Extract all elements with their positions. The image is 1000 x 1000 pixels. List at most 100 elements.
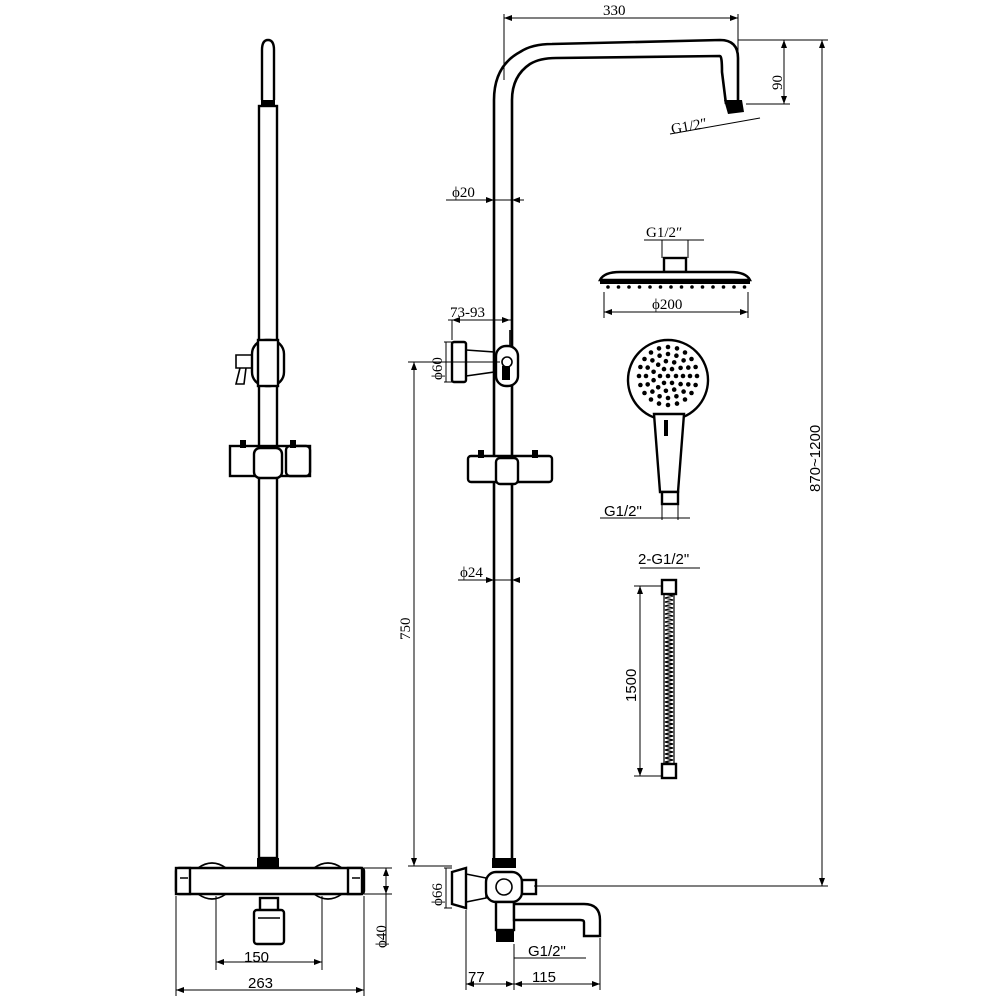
hose-outline [663, 594, 675, 764]
nozzle-dot [693, 382, 698, 388]
side-dim-d20: ϕ20 [452, 185, 475, 201]
hose-body [663, 593, 675, 767]
nozzle-dot [648, 350, 654, 355]
front-dim-d40: ϕ40 [374, 925, 390, 948]
nozzle-dot [661, 366, 667, 372]
nozzle-dot [681, 389, 686, 394]
nozzle-dot [686, 365, 691, 370]
side-dim-d60: ϕ60 [430, 357, 446, 380]
nozzle-dot [693, 364, 698, 370]
nozzle-dot [645, 365, 650, 370]
nozzle-dot [651, 377, 656, 383]
nozzle-dot [680, 373, 686, 379]
nozzle-dot [681, 358, 686, 363]
nozzle-dot [682, 397, 688, 402]
nozzle-dot [638, 364, 643, 370]
nozzle [606, 285, 610, 289]
hand-shower [600, 338, 710, 520]
overhead-shower [598, 239, 752, 318]
nozzle [616, 285, 621, 289]
hand-shower-nozzles [636, 344, 700, 408]
hand-shower-handle [652, 412, 686, 494]
nozzle-dot [682, 350, 688, 355]
side-dim-73-93: 73-93 [450, 305, 485, 321]
nozzle-dot [665, 373, 671, 379]
nozzle-dot [636, 373, 642, 379]
nozzle-dot [665, 351, 671, 357]
nozzle-dot [674, 346, 680, 351]
nozzle-dot [657, 353, 662, 359]
nozzle [700, 285, 705, 289]
nozzle-dot [650, 358, 655, 363]
shower-hose [634, 567, 700, 780]
side-wall-bracket [450, 330, 520, 388]
nozzle-dot [689, 356, 694, 362]
nozzle [690, 285, 694, 289]
side-dim-d24: ϕ24 [460, 565, 483, 581]
hose-dim-1500: 1500 [623, 669, 640, 702]
front-view [174, 38, 392, 996]
side-slider-holder [466, 450, 554, 486]
nozzle [658, 285, 663, 289]
nozzle-dot [665, 344, 671, 350]
nozzle-dot [655, 362, 661, 368]
dimension-labels: 150 263 ϕ40 330 90 G1/2″ ϕ20 73-93 ϕ60 ϕ… [244, 3, 824, 992]
nozzle-dot [674, 353, 679, 359]
nozzle-dot [674, 401, 680, 406]
hose-coil [664, 593, 674, 767]
front-slider-holder [228, 440, 312, 480]
front-dim-263: 263 [248, 975, 273, 992]
side-dim-g12-arm: G1/2″ [670, 116, 708, 138]
hose-dim-2g12: 2-G1/2" [638, 551, 689, 568]
nozzle-dot [648, 397, 654, 402]
nozzle-dot [665, 395, 671, 401]
overhead-dim-d200: ϕ200 [652, 297, 682, 313]
side-dim-870-1200: 870~1200 [807, 425, 824, 492]
nozzle [679, 285, 684, 289]
nozzle-dot [665, 402, 671, 408]
nozzle-dot [694, 373, 700, 379]
nozzle-dot [650, 389, 655, 394]
side-dim-90: 90 [770, 75, 786, 90]
nozzle-dot [656, 346, 662, 351]
nozzle-dot [678, 365, 683, 371]
nozzle-dot [669, 380, 675, 386]
nozzle-dot [642, 390, 647, 396]
nozzle [637, 285, 642, 289]
nozzle-dot [638, 382, 643, 388]
nozzle-dot [645, 382, 650, 387]
nozzle-dot [687, 373, 693, 379]
overhead-dim-g12: G1/2″ [646, 225, 682, 241]
side-dim-115: 115 [532, 969, 556, 986]
nozzle [721, 285, 726, 289]
front-spout [252, 896, 286, 946]
nozzle-dot [657, 373, 663, 379]
overhead-nozzles [606, 285, 747, 289]
nozzle-dot [671, 360, 677, 365]
hand-dim-g12: G1/2" [604, 503, 642, 520]
nozzle [742, 285, 747, 289]
side-view [408, 14, 828, 990]
side-dim-77: 77 [468, 969, 485, 986]
side-thermostatic-mixer [450, 866, 538, 910]
nozzle-dot [673, 373, 679, 379]
front-wall-bracket [234, 338, 286, 388]
front-thermostatic-mixer [174, 862, 366, 900]
side-dim-g12-spout: G1/2" [528, 943, 566, 960]
nozzle-dot [674, 394, 679, 399]
nozzle-dot [656, 401, 662, 406]
nozzle [648, 285, 652, 289]
nozzle-dot [642, 356, 647, 362]
front-dim-150: 150 [244, 949, 269, 966]
nozzle [732, 285, 736, 289]
nozzle-dot [689, 390, 694, 396]
side-dim-750: 750 [398, 618, 414, 641]
nozzle-dot [678, 381, 683, 387]
front-riser-rod [257, 104, 279, 860]
nozzle-dot [651, 369, 656, 375]
nozzle [711, 285, 715, 289]
side-dim-d66: ϕ66 [430, 883, 446, 906]
side-dim-330: 330 [603, 3, 626, 19]
nozzle-dot [661, 380, 667, 386]
